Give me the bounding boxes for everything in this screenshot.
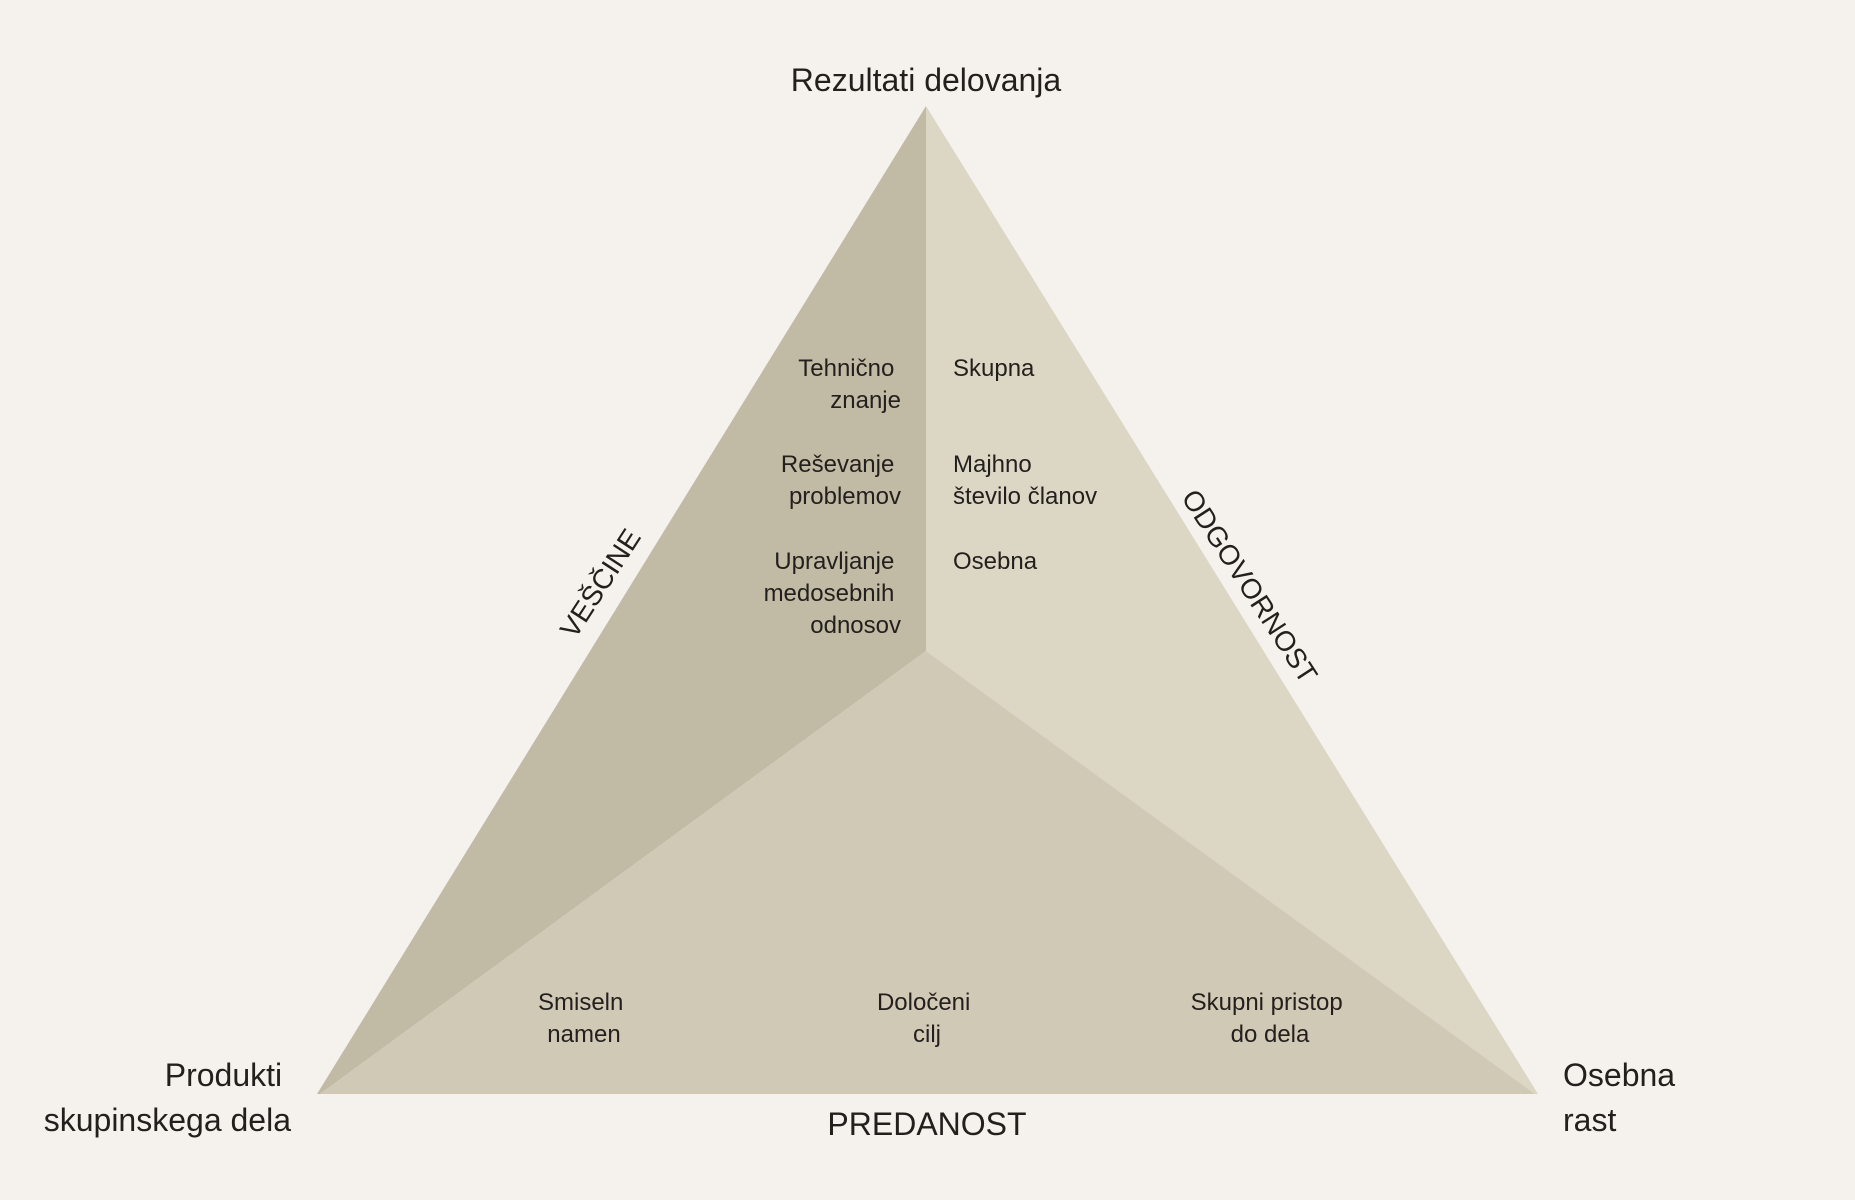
item-collective: Skupna bbox=[953, 355, 1035, 382]
item-small-size: Majhno število članov bbox=[953, 451, 1097, 510]
item-problem-solving: Reševanje problemov bbox=[781, 451, 901, 510]
item-meaningful-purpose: Smiseln namen bbox=[538, 989, 630, 1048]
vertex-top-label: Rezultati delovanja bbox=[791, 62, 1062, 98]
item-interpersonal: Upravljanje medosebnih odnosov bbox=[764, 548, 901, 639]
bottom-face bbox=[320, 651, 1535, 1094]
right-face bbox=[926, 106, 1538, 1094]
left-face-items: Tehnično znanje Reševanje problemov Upra… bbox=[764, 355, 901, 639]
edge-bottom-label: PREDANOST bbox=[827, 1106, 1026, 1142]
bottom-face-items: Smiseln namen Določeni cilj Skupni prist… bbox=[538, 989, 1350, 1048]
right-face-items: Skupna Majhno število članov Osebna bbox=[953, 355, 1097, 575]
vertex-bottom-right-label: Osebna rast bbox=[1563, 1057, 1684, 1138]
item-common-approach: Skupni pristop do dela bbox=[1191, 989, 1350, 1048]
left-face bbox=[317, 106, 926, 1094]
item-technical-knowledge: Tehnično znanje bbox=[798, 355, 901, 414]
item-specific-goal: Določeni cilj bbox=[877, 989, 977, 1048]
vertex-bottom-left-label: Produkti skupinskega dela bbox=[44, 1057, 291, 1138]
item-personal: Osebna bbox=[953, 548, 1038, 575]
